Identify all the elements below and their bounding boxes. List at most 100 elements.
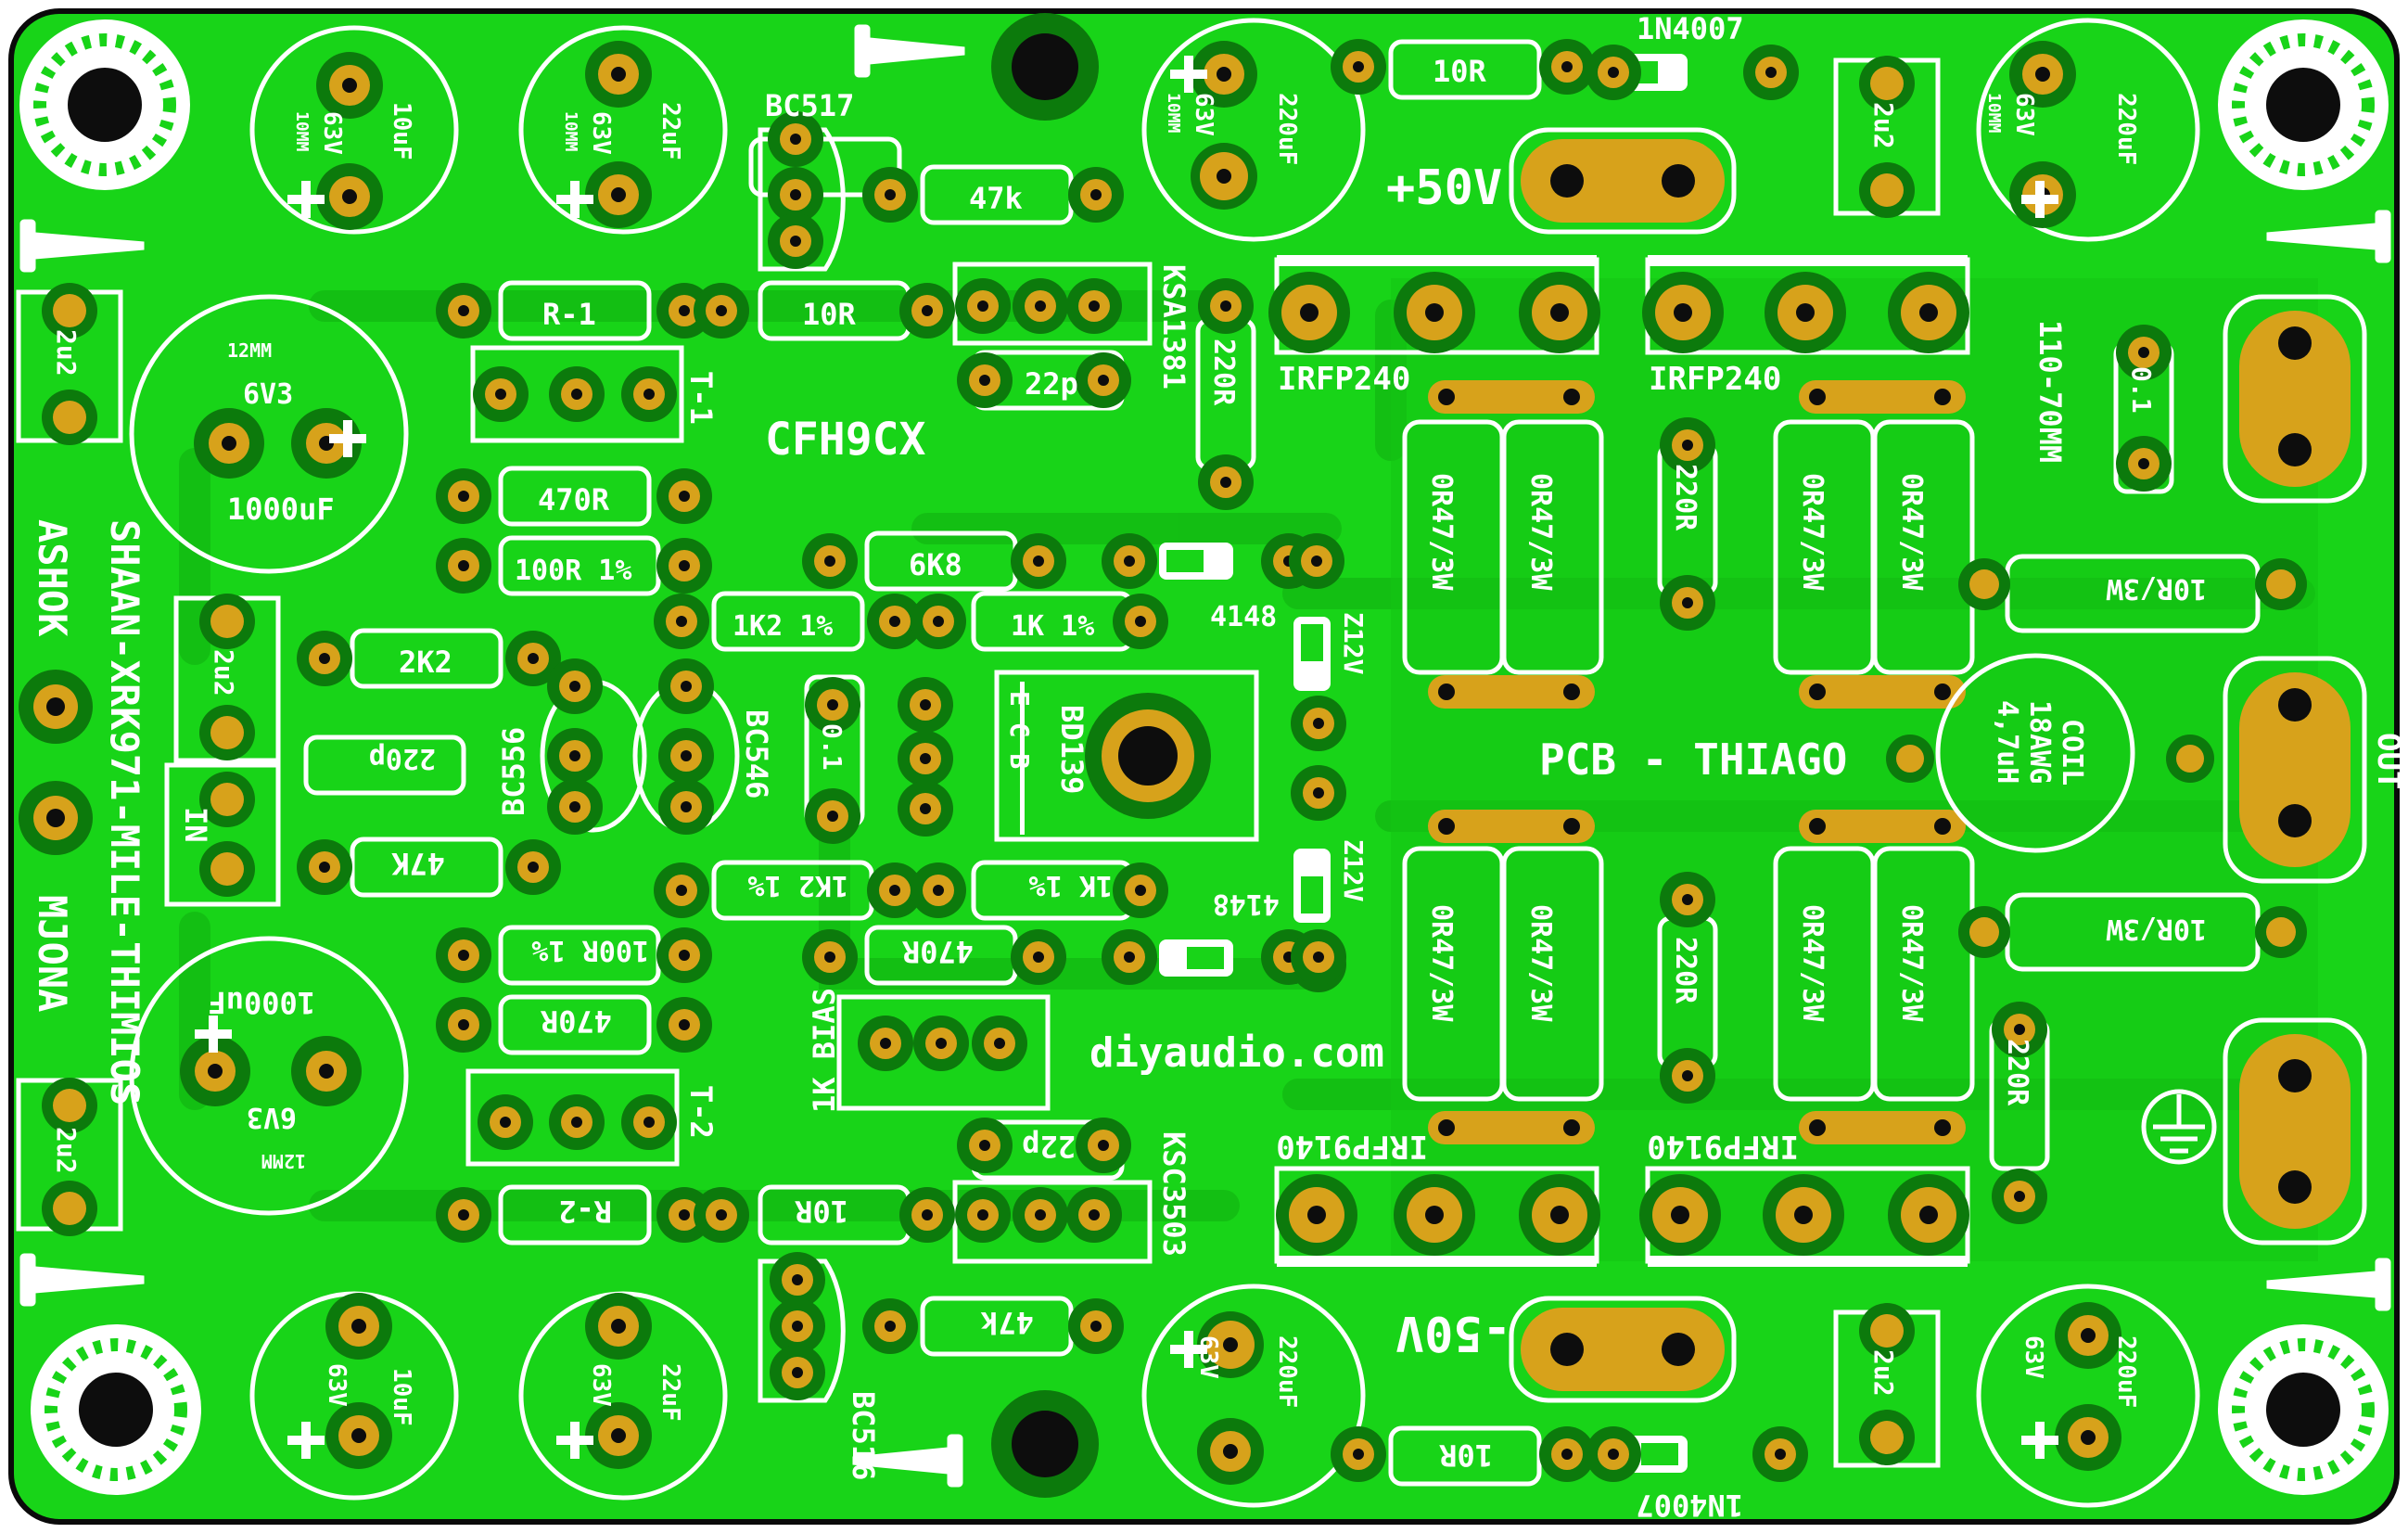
mosfet-tab: [1277, 1256, 1597, 1267]
drill-hole: [1035, 300, 1046, 312]
label-cap-22p-bottom: 22p: [1022, 1129, 1076, 1164]
drill-hole: [458, 1209, 469, 1220]
label-r1k2-b: 1K2 1%: [748, 869, 848, 901]
drill-hole: [1765, 67, 1777, 78]
drill-hole: [681, 801, 692, 812]
label-cap-01-left: 0.1: [817, 723, 847, 771]
label-irfp9140-b: IRFP9140: [1647, 1128, 1799, 1165]
label-r47k-top: 47k: [969, 181, 1023, 216]
label-cap-2u2-5: 2u2: [1868, 1349, 1899, 1397]
drill-hole: [1682, 894, 1693, 905]
label-r1k-a: 1K 1%: [1011, 610, 1094, 643]
label-r6k8: 6K8: [909, 547, 962, 582]
power-resistors: [1402, 419, 2261, 1102]
mosfet-pads: [1268, 272, 1969, 1256]
drill-hole: [792, 1367, 803, 1378]
via-large: [991, 13, 1099, 1498]
drill-hole: [681, 681, 692, 692]
label-cap-63v-4: 63V: [2010, 93, 2038, 136]
label-cap-63v-1: 63V: [318, 111, 346, 155]
label-t1: T-1: [683, 371, 719, 425]
drill-hole: [458, 491, 469, 502]
label-cap-10uf-top: 10uF: [388, 102, 415, 160]
drill-hole: [880, 1038, 891, 1049]
drill-hole: [1089, 1209, 1100, 1220]
label-r047-7: 0R47/3W: [1796, 904, 1828, 1022]
label-cap-63v-8: 63V: [2019, 1335, 2047, 1379]
label-r10-top: 10R: [1433, 54, 1487, 89]
drill-hole: [676, 885, 687, 896]
drill-hole: [933, 885, 944, 896]
label-r220-d: 220R: [2001, 1039, 2033, 1106]
drill-hole: [885, 189, 896, 200]
drill-hole: [1124, 556, 1135, 567]
label-coil-value: 4,7uH: [1991, 700, 2023, 784]
drill-hole: [1682, 440, 1693, 451]
label-cap-63v-3: 63V: [1190, 93, 1217, 136]
label-cap-220uf-top: 220uF: [1273, 93, 1301, 165]
drill-hole: [716, 305, 727, 316]
drill-hole: [528, 653, 539, 664]
label-r10-upper: 10R: [802, 297, 857, 332]
label-cap-63v-6: 63V: [587, 1363, 615, 1407]
label-cap-10mm-1: 10MM: [292, 111, 312, 152]
credit-ashok: ASHOK: [30, 519, 75, 637]
drill-hole: [643, 389, 655, 400]
label-r047-8: 0R47/3W: [1895, 904, 1928, 1022]
credit-mjona: MJONA: [30, 895, 75, 1012]
drill-hole: [1608, 67, 1619, 78]
label-r047-5: 0R47/3W: [1425, 904, 1458, 1022]
drill-hole: [889, 616, 900, 627]
label-r100-a: 100R 1%: [515, 555, 631, 587]
label-r470-c: 470R: [540, 1003, 612, 1039]
drill-hole: [681, 750, 692, 761]
drill-hole: [1035, 1209, 1046, 1220]
drill-hole: [994, 1038, 1005, 1049]
drill-hole: [1220, 477, 1231, 488]
drill-hole: [2138, 347, 2149, 358]
drill-hole: [1313, 952, 1324, 963]
drill-hole: [571, 1117, 582, 1128]
drill-hole: [319, 862, 330, 873]
screw-icon: [19, 24, 2391, 1488]
drill-hole: [2138, 458, 2149, 469]
label-z12-top: Z12V: [1338, 612, 1369, 675]
drill-hole: [716, 1209, 727, 1220]
drill-hole: [1124, 952, 1135, 963]
drill-hole: [679, 560, 690, 571]
drill-hole: [824, 556, 835, 567]
label-r047-1: 0R47/3W: [1425, 473, 1458, 591]
label-4148-top: 4148: [1210, 601, 1277, 633]
drill-hole: [495, 389, 506, 400]
mosfet-tab: [1648, 1256, 1968, 1267]
label-r47k-bottom: 47k: [980, 1305, 1034, 1340]
drill-hole: [979, 1140, 990, 1151]
label-r1k2-a: 1K2 1%: [733, 610, 833, 643]
drill-hole: [790, 134, 801, 145]
bias-label: 1K BIAS: [807, 988, 842, 1113]
label-bc556: BC556: [496, 727, 531, 816]
drill-hole: [824, 952, 835, 963]
drill-hole: [2014, 1024, 2025, 1035]
drill-hole: [920, 753, 931, 764]
drill-hole: [1682, 597, 1693, 608]
label-r1: R-1: [542, 297, 596, 332]
input-connector: [164, 762, 281, 907]
drill-hole: [679, 305, 690, 316]
drill-hole: [1098, 375, 1109, 386]
drill-hole: [790, 189, 801, 200]
rail-positive: +50V: [1386, 160, 1502, 216]
mosfet-tab: [1648, 255, 1968, 266]
label-cap-63v-7: 63V: [1194, 1335, 1222, 1379]
drill-hole: [643, 1117, 655, 1128]
label-cap-220uf-bottomright: 220uF: [2112, 1335, 2140, 1408]
label-ksa1381: KSA1381: [1156, 264, 1191, 390]
label-r047-3: 0R47/3W: [1796, 473, 1828, 591]
drill-hole: [528, 862, 539, 873]
label-cap-22p-top: 22p: [1025, 366, 1078, 402]
label-r047-4: 0R47/3W: [1895, 473, 1928, 591]
credit-site: diyaudio.com: [1089, 1029, 1384, 1077]
diodes: [1159, 54, 1688, 1473]
input-pads: [19, 670, 93, 855]
